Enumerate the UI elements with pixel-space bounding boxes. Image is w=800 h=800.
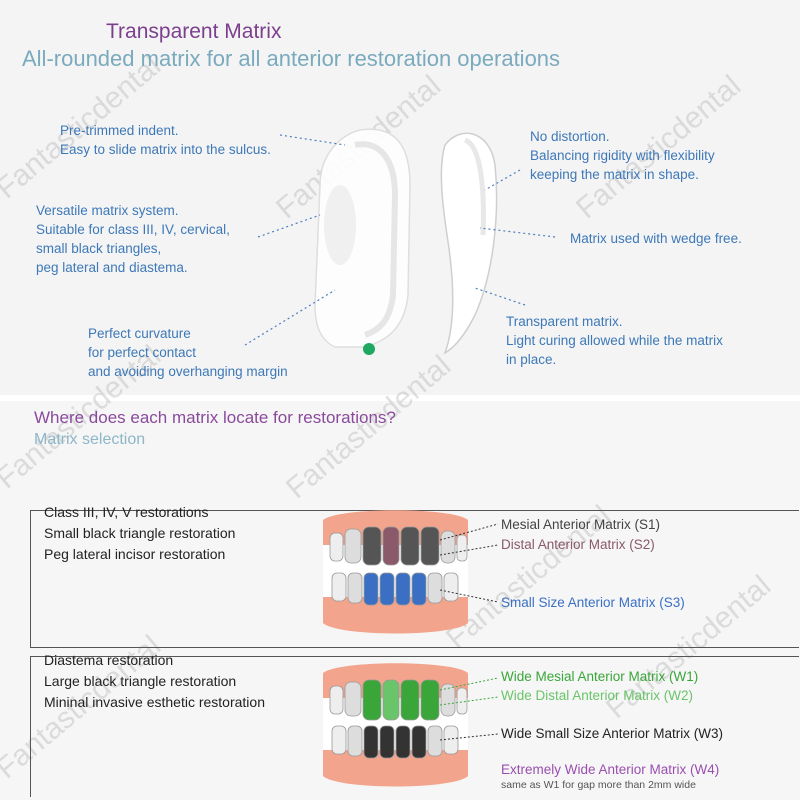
label-w4: Extremely Wide Anterior Matrix (W4) (501, 762, 720, 777)
label-w2: Wide Distal Anterior Matrix (W2) (501, 688, 694, 703)
callout-pre-trimmed: Pre-trimmed indent. Easy to slide matrix… (60, 123, 271, 157)
label-w4-note: same as W1 for gap more than 2mm wide (501, 779, 696, 791)
page-subtitle: All-rounded matrix for all anterior rest… (22, 46, 561, 71)
group1-list: Class III, IV, V restorations Small blac… (44, 502, 235, 565)
label-s1: Mesial Anterior Matrix (S1) (501, 517, 661, 532)
label-s3: Small Size Anterior Matrix (S3) (501, 595, 685, 610)
callout-versatile: Versatile matrix system. Suitable for cl… (36, 203, 230, 275)
selection-title: Where does each matrix locate for restor… (34, 408, 396, 427)
list-item: Peg lateral incisor restoration (44, 546, 226, 562)
list-item: Small black triangle restoration (44, 525, 236, 541)
callout-no-distortion: No distortion. Balancing rigidity with f… (530, 129, 715, 182)
leader-lines (244, 134, 556, 346)
group2-list: Diastema restoration Large black triangl… (44, 650, 265, 713)
label-s2: Distal Anterior Matrix (S2) (501, 537, 655, 552)
list-item: Large black triangle restoration (44, 673, 237, 689)
selection-subtitle: Matrix selection (34, 431, 146, 448)
label-w1: Wide Mesial Anterior Matrix (W1) (501, 669, 699, 684)
matrix-side-illustration (440, 132, 498, 355)
list-item: Diastema restoration (44, 652, 174, 668)
callout-wedge-free: Matrix used with wedge free. (570, 231, 742, 246)
group1-bracket (30, 510, 799, 648)
label-w3: Wide Small Size Anterior Matrix (W3) (501, 726, 724, 741)
matrix-front-illustration (314, 128, 411, 348)
list-item: Class III, IV, V restorations (44, 504, 209, 520)
list-item: Mininal invasive esthetic restoration (44, 694, 265, 710)
group2-bracket (30, 656, 799, 797)
callout-curvature: Perfect curvature for perfect contact an… (88, 326, 288, 379)
callout-transparent: Transparent matrix. Light curing allowed… (506, 314, 723, 367)
page-title: Transparent Matrix (106, 20, 282, 43)
indent-dot (363, 343, 375, 355)
teeth-diagram-2 (323, 663, 468, 787)
